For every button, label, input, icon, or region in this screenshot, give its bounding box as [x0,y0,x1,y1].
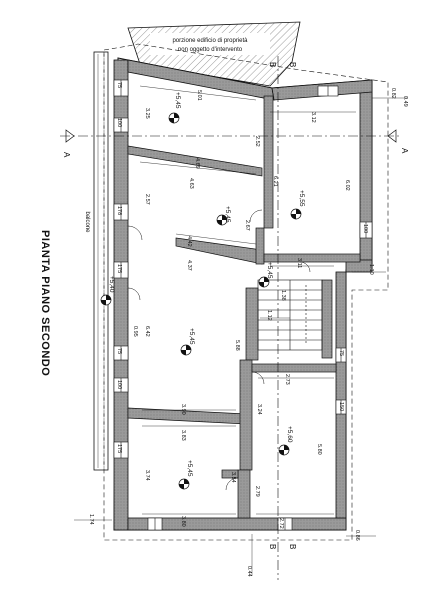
window-label: 175 [116,264,122,273]
dim-label: 1.38 [280,290,286,301]
elevation-labels: +5,45 +5,45 +5,55 +5,45 +5,40 +5,45 +5,6… [108,92,305,477]
dim-label: 2.72 [278,518,284,529]
dim-label: 6.02 [344,180,350,191]
elevation-label: +5,45 [188,328,195,345]
dim-label: 2.73 [284,374,290,385]
dim-label: 0.86 [354,530,360,541]
neighbor-building: porzione edificio di proprietà non ogget… [127,21,301,87]
dimension-lines [74,85,408,576]
dim-label: 4.37 [186,260,192,271]
elevation-label: +5,45 [266,262,273,279]
section-b-top-left: B [268,62,277,67]
elevation-markers [100,112,302,490]
dim-label: 1.74 [88,514,94,525]
dim-label: 1.12 [266,310,272,321]
window-label: 100 [362,224,368,233]
section-b-top-right: B [288,62,297,67]
elevation-marker [180,344,192,356]
dim-label: 3.74 [144,470,150,481]
doors [127,209,311,491]
dim-label: 2.52 [254,136,260,147]
elevation-marker [258,276,270,288]
window-label: 75 [338,350,344,356]
dim-label: 0.49 [402,96,408,107]
window-label: 100 [116,380,122,389]
dim-label: 6.42 [144,326,150,337]
interior-walls [127,95,361,519]
dim-label: 5.80 [316,444,322,455]
dim-label: 3.11 [296,258,302,268]
section-line-a: A A [60,129,409,158]
section-a-right: A [400,148,409,154]
elevation-label: +5,45 [174,92,181,109]
dim-label: 0.95 [132,326,138,337]
dim-label: 3.24 [256,404,262,415]
dim-label: 3.90 [180,404,186,415]
window-label: 100 [116,118,122,127]
elevation-marker [178,478,190,490]
staircase [257,279,323,351]
elevation-marker [290,208,302,220]
elevation-label: +5,45 [186,460,193,477]
dim-label: 0.82 [390,88,396,99]
roof-outline [103,43,389,541]
neighbor-note-line2: non oggetto d'intervento [178,47,243,53]
elevation-marker [100,294,112,306]
elevation-marker [168,112,180,124]
window-label: 175 [116,444,122,453]
plan-title: PIANTA PIANO SECONDO [39,230,51,376]
dim-label: 2.57 [144,194,150,205]
elevation-marker [278,444,290,456]
dim-label: 3.80 [180,516,186,527]
elevation-label: +5,40 [108,276,115,293]
dim-label: 5.01 [196,90,202,101]
window-label: 75 [116,82,122,88]
window-label: 75 [116,348,122,354]
dimension-labels: 5.01 3.25 2.52 3.12 6.21 6.02 4.69 4.63 … [88,82,408,577]
dim-label: 3.83 [180,430,186,441]
dim-label: 3.54 [230,472,236,483]
dim-label: 5.88 [234,340,240,351]
section-b-bottom-right: B [288,544,297,549]
elevation-label: +5,55 [298,190,305,207]
dim-label: 1.10 [368,264,374,275]
balcony-label: balcone [84,211,90,233]
elevation-label: +5,60 [286,426,293,443]
neighbor-note-line1: porzione edificio di proprietà [172,38,248,44]
dim-label: 0.44 [246,566,252,577]
window-label: 178 [116,206,122,215]
dim-label: 2.79 [254,486,260,497]
dim-label: 2.67 [244,220,250,231]
dim-label: 4.69 [194,158,200,169]
balcony: balcone [84,51,109,471]
dim-label: 6.21 [272,176,278,187]
section-a-left: A [62,152,71,158]
elevation-marker [216,214,228,226]
dim-label: 3.25 [144,108,150,119]
windows [113,79,373,531]
section-b-bottom-left: B [268,544,277,549]
window-label: 150 [338,402,344,411]
dim-label: 3.12 [310,112,316,123]
dim-label: 4.63 [188,178,194,189]
elevation-label: +5,45 [224,206,231,223]
dim-label: 4.42 [186,236,192,247]
